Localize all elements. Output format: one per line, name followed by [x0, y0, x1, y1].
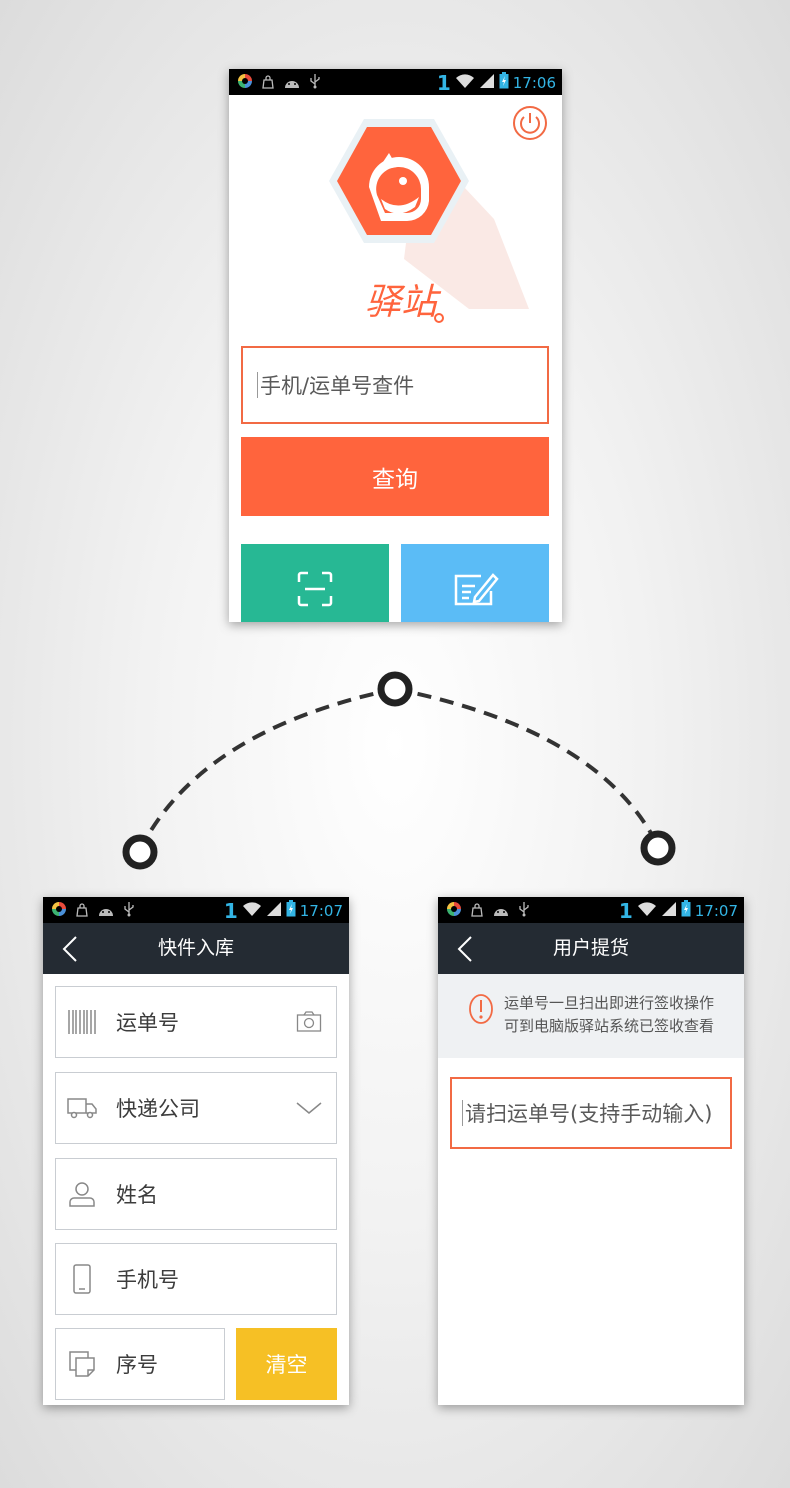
- truck-icon: [66, 1092, 98, 1124]
- logo: [319, 109, 549, 309]
- page-title: 快件入库: [157, 937, 234, 959]
- network-indicator: 1: [223, 898, 238, 923]
- usb-icon: [518, 901, 530, 921]
- serial-label: 序号: [116, 1353, 158, 1377]
- status-bar: 1 17:06: [229, 69, 562, 95]
- back-button[interactable]: [456, 935, 474, 963]
- name-field[interactable]: 姓名: [55, 1158, 337, 1230]
- wifi-icon: [242, 901, 262, 921]
- user-icon: [66, 1178, 98, 1210]
- android-icon: [97, 902, 115, 921]
- status-bar: 1 17:07: [43, 897, 349, 923]
- usb-icon: [309, 73, 321, 93]
- warning-icon: [468, 993, 494, 1025]
- courier-label: 快递公司: [116, 1097, 200, 1121]
- notice-line-1: 运单号一旦扫出即进行签收操作: [504, 994, 715, 1012]
- chevron-left-icon: [62, 936, 77, 962]
- query-button[interactable]: 查询: [241, 437, 549, 516]
- phone-icon: [66, 1263, 98, 1295]
- network-indicator: 1: [618, 898, 633, 923]
- serial-field[interactable]: 序号: [55, 1328, 225, 1400]
- barcode-icon: [66, 1006, 98, 1038]
- android-icon: [283, 74, 301, 93]
- status-time: 17:06: [512, 73, 556, 92]
- waybill-scan-input[interactable]: 请扫运单号(支持手动输入): [450, 1077, 732, 1149]
- status-time: 17:07: [299, 901, 343, 920]
- storage-screen: 1 17:07 快件入库 运单号 快递: [43, 897, 349, 1405]
- text-cursor: [462, 1100, 463, 1126]
- usb-icon: [123, 901, 135, 921]
- courier-select[interactable]: 快递公司: [55, 1072, 337, 1144]
- app-icon: [237, 73, 253, 93]
- title-bar: 快件入库: [43, 923, 349, 974]
- edit-tile[interactable]: [401, 544, 549, 622]
- notice-banner: 运单号一旦扫出即进行签收操作 可到电脑版驿站系统已签收查看: [438, 974, 744, 1058]
- signal-icon: [266, 901, 282, 921]
- scan-tile[interactable]: [241, 544, 389, 622]
- status-bar: 1 17:07: [438, 897, 744, 923]
- waybill-label: 运单号: [116, 1011, 179, 1035]
- home-screen: 1 17:06: [229, 69, 562, 622]
- connector-node-left: [122, 834, 158, 870]
- bag-icon: [75, 902, 89, 921]
- pickup-screen: 1 17:07 用户提货 运单号一旦扫出即进行签收操作 可到电脑版驿站系统已签收…: [438, 897, 744, 1405]
- bag-icon: [470, 902, 484, 921]
- app-icon: [446, 901, 462, 921]
- app-icon: [51, 901, 67, 921]
- edit-icon: [454, 573, 499, 606]
- scan-placeholder: 请扫运单号(支持手动输入): [465, 1102, 713, 1126]
- back-button[interactable]: [61, 935, 79, 963]
- power-icon: [513, 106, 547, 140]
- battery-icon: [286, 900, 296, 921]
- battery-icon: [499, 72, 509, 93]
- scan-icon: [297, 571, 333, 607]
- search-input[interactable]: 手机/运单号查件: [241, 346, 549, 424]
- connector-node-top: [377, 671, 413, 707]
- search-placeholder: 手机/运单号查件: [260, 374, 415, 398]
- brand-logo-text: 驿站: [351, 274, 451, 330]
- battery-icon: [681, 900, 691, 921]
- clear-button[interactable]: 清空: [236, 1328, 337, 1400]
- android-icon: [492, 902, 510, 921]
- chevron-left-icon: [457, 936, 472, 962]
- status-time: 17:07: [694, 901, 738, 920]
- connector-node-right: [640, 830, 676, 866]
- page-title: 用户提货: [552, 937, 629, 959]
- signal-icon: [661, 901, 677, 921]
- phone-field[interactable]: 手机号: [55, 1243, 337, 1315]
- bag-icon: [261, 74, 275, 93]
- phone-label: 手机号: [116, 1268, 179, 1292]
- waybill-field[interactable]: 运单号: [55, 986, 337, 1058]
- signal-icon: [479, 73, 495, 93]
- title-bar: 用户提货: [438, 923, 744, 974]
- copy-icon: [66, 1348, 98, 1380]
- network-indicator: 1: [436, 70, 451, 95]
- camera-icon[interactable]: [296, 1009, 322, 1035]
- wifi-icon: [455, 73, 475, 93]
- name-label: 姓名: [116, 1183, 158, 1207]
- notice-line-2: 可到电脑版驿站系统已签收查看: [504, 1017, 715, 1035]
- flow-connector: [122, 671, 676, 870]
- wifi-icon: [637, 901, 657, 921]
- text-cursor: [257, 372, 258, 398]
- power-button[interactable]: [512, 105, 548, 141]
- chevron-down-icon[interactable]: [296, 1095, 322, 1121]
- brand-text: 驿站: [365, 282, 442, 323]
